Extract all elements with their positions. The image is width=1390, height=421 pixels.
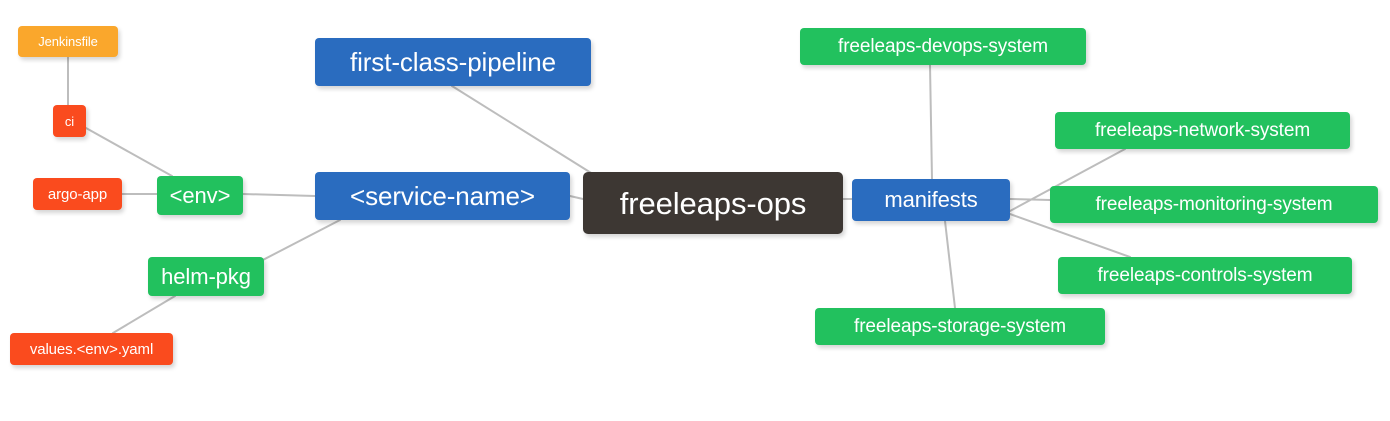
mindmap-node-first-class-pipeline[interactable]: first-class-pipeline <box>315 38 591 86</box>
mindmap-node-manifests[interactable]: manifests <box>852 179 1010 221</box>
mindmap-node-freeleaps-storage-system[interactable]: freeleaps-storage-system <box>815 308 1105 345</box>
edge-manifests-to-freeleaps-devops-system <box>929 64 933 180</box>
edge-manifests-to-freeleaps-monitoring-system <box>1009 198 1051 201</box>
mindmap-node-service-name[interactable]: <service-name> <box>315 172 570 220</box>
mindmap-node-label-ci: ci <box>64 113 75 129</box>
mindmap-node-label-argo-app: argo-app <box>47 185 108 203</box>
mindmap-node-label-env: <env> <box>169 182 231 208</box>
edge-env-to-ci <box>85 127 173 177</box>
mindmap-node-label-helm-pkg: helm-pkg <box>161 263 251 289</box>
mindmap-node-label-jenkinsfile: Jenkinsfile <box>38 34 98 49</box>
mindmap-node-values-env-yaml[interactable]: values.<env>.yaml <box>10 333 173 365</box>
mindmap-node-label-manifests: manifests <box>884 187 978 212</box>
mindmap-node-label-freeleaps-monitoring-system: freeleaps-monitoring-system <box>1095 194 1333 215</box>
mindmap-node-freeleaps-devops-system[interactable]: freeleaps-devops-system <box>800 28 1086 65</box>
mindmap-node-label-service-name: <service-name> <box>349 181 536 211</box>
mindmap-node-argo-app[interactable]: argo-app <box>33 178 122 210</box>
mindmap-node-label-freeleaps-network-system: freeleaps-network-system <box>1094 120 1311 141</box>
edge-service-name-to-env <box>242 193 316 197</box>
mindmap-node-label-values-env-yaml: values.<env>.yaml <box>29 340 154 358</box>
mindmap-node-label-first-class-pipeline: first-class-pipeline <box>349 47 557 77</box>
mindmap-node-freeleaps-ops[interactable]: freeleaps-ops <box>583 172 843 234</box>
mindmap-node-label-freeleaps-ops: freeleaps-ops <box>619 185 807 221</box>
mindmap-node-label-freeleaps-storage-system: freeleaps-storage-system <box>854 316 1066 337</box>
mindmap-node-freeleaps-monitoring-system[interactable]: freeleaps-monitoring-system <box>1050 186 1378 223</box>
edge-freeleaps-ops-to-service-name <box>569 195 584 200</box>
edge-manifests-to-freeleaps-storage-system <box>944 220 956 309</box>
mindmap-node-label-freeleaps-controls-system: freeleaps-controls-system <box>1097 265 1313 286</box>
edge-freeleaps-ops-to-first-class-pipeline <box>451 85 597 177</box>
mindmap-node-label-freeleaps-devops-system: freeleaps-devops-system <box>838 36 1048 57</box>
mindmap-node-env[interactable]: <env> <box>157 176 243 215</box>
edge-helm-pkg-to-values-env-yaml <box>112 295 176 334</box>
mindmap-node-freeleaps-network-system[interactable]: freeleaps-network-system <box>1055 112 1350 149</box>
mindmap-node-helm-pkg[interactable]: helm-pkg <box>148 257 264 296</box>
mindmap-node-freeleaps-controls-system[interactable]: freeleaps-controls-system <box>1058 257 1352 294</box>
mindmap-node-jenkinsfile[interactable]: Jenkinsfile <box>18 26 118 57</box>
mindmap-node-ci[interactable]: ci <box>53 105 86 137</box>
